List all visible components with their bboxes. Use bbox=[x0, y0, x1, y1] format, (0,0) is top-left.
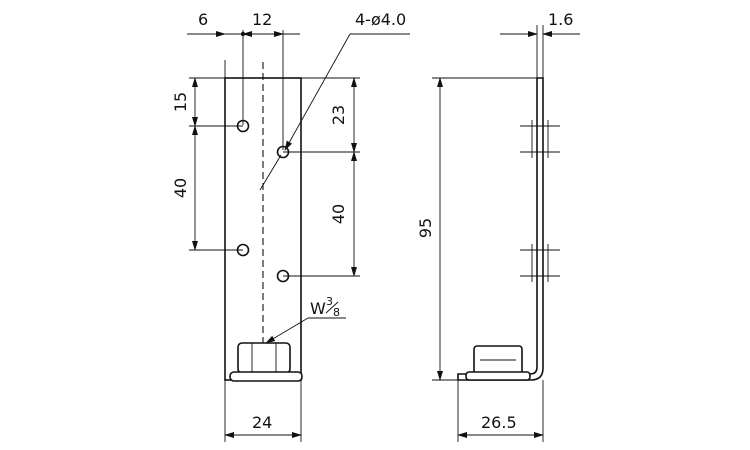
thread-spec-frac-top: 3 bbox=[326, 295, 333, 308]
hex-nut-front bbox=[229, 342, 303, 382]
bracket-profile bbox=[457, 77, 544, 381]
thread-spec: W 3 8 bbox=[310, 295, 340, 319]
dim-hole-spacing-h: 12 bbox=[252, 10, 272, 29]
dim-height: 95 bbox=[416, 218, 435, 238]
dim-hole-spec: 4-ø4.0 bbox=[355, 10, 406, 29]
dim-top-to-first-hole: 15 bbox=[171, 92, 190, 112]
dim-left-hole-pitch: 40 bbox=[171, 178, 190, 198]
thread-spec-frac-bottom: 8 bbox=[333, 306, 340, 319]
thread-spec-main: W bbox=[310, 299, 326, 318]
dim-top-to-right-hole: 23 bbox=[329, 105, 348, 125]
dim-depth: 26.5 bbox=[481, 413, 517, 432]
side-view: 1.6 95 26.5 bbox=[416, 10, 580, 442]
dim-offset-left: 6 bbox=[198, 10, 208, 29]
dim-right-hole-pitch: 40 bbox=[329, 204, 348, 224]
hex-nut-side bbox=[465, 345, 531, 381]
front-view: 6 12 4-ø4.0 15 40 23 40 W 3 8 bbox=[171, 10, 410, 442]
dim-thickness: 1.6 bbox=[548, 10, 573, 29]
dim-width: 24 bbox=[252, 413, 272, 432]
